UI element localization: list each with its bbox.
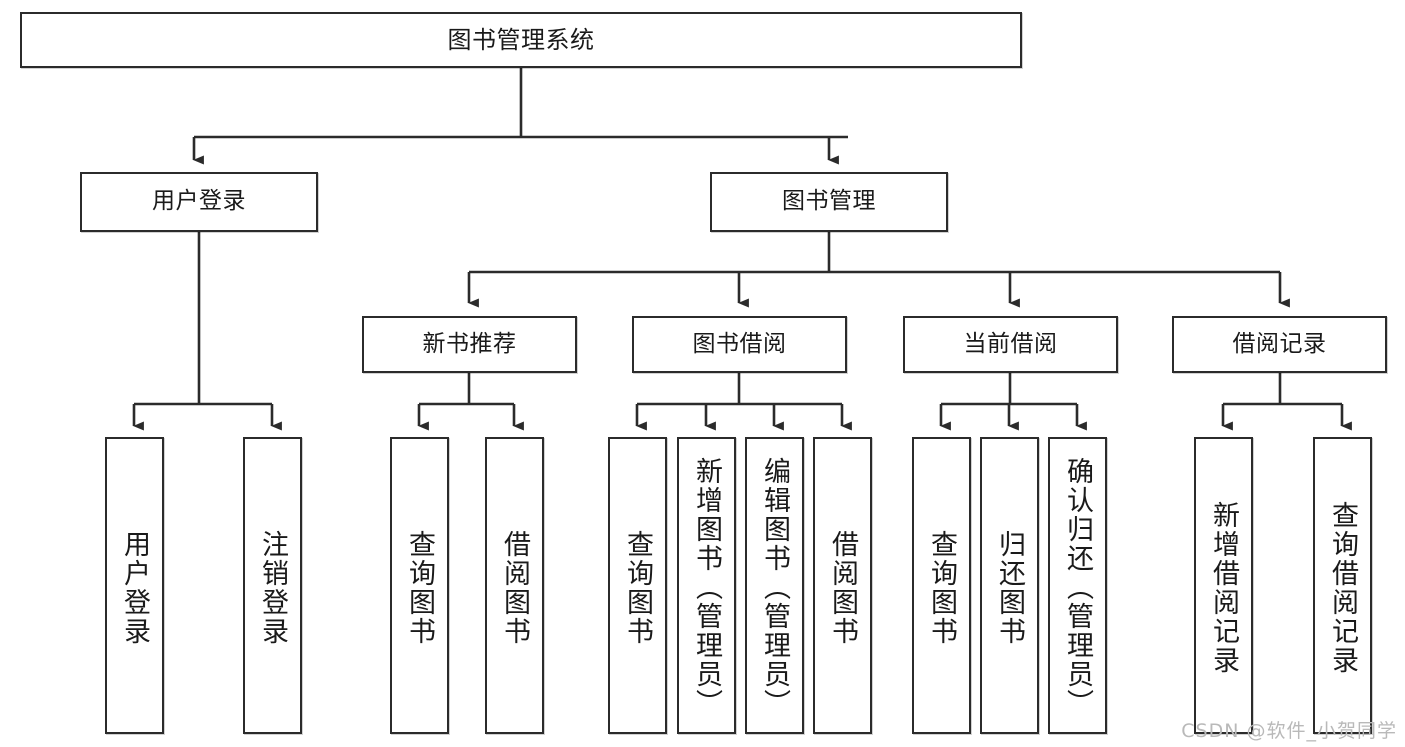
node-label: 查询图书 bbox=[404, 529, 435, 646]
node-label: 借阅图书 bbox=[499, 529, 530, 646]
node-label: 用户登录 bbox=[119, 529, 150, 646]
node-book-borrow[interactable]: 图书借阅 bbox=[632, 316, 847, 373]
node-leaf-query-book-current[interactable]: 查询图书 bbox=[912, 437, 971, 734]
node-leaf-add-book-admin[interactable]: 新增图书（管理员） bbox=[677, 437, 736, 734]
node-label: 编辑图书（管理员） bbox=[759, 457, 790, 718]
node-leaf-query-borrow-record[interactable]: 查询借阅记录 bbox=[1313, 437, 1372, 734]
node-label: 用户登录 bbox=[152, 188, 246, 215]
node-leaf-borrow-book-recommend[interactable]: 借阅图书 bbox=[485, 437, 544, 734]
node-label: 借阅图书 bbox=[827, 529, 858, 646]
node-borrow-record[interactable]: 借阅记录 bbox=[1172, 316, 1387, 373]
node-leaf-confirm-return-admin[interactable]: 确认归还（管理员） bbox=[1048, 437, 1107, 734]
csdn-watermark: CSDN @软件_小贺同学 bbox=[1181, 720, 1397, 742]
node-label: 归还图书 bbox=[994, 529, 1025, 646]
node-label: 新增借阅记录 bbox=[1208, 500, 1239, 675]
node-leaf-borrow-book[interactable]: 借阅图书 bbox=[813, 437, 872, 734]
node-leaf-user-login[interactable]: 用户登录 bbox=[105, 437, 164, 734]
node-book-management[interactable]: 图书管理 bbox=[710, 172, 948, 232]
node-label: 查询图书 bbox=[926, 529, 957, 646]
node-label: 新增图书（管理员） bbox=[691, 457, 722, 718]
node-current-borrow[interactable]: 当前借阅 bbox=[903, 316, 1118, 373]
node-label: 图书借阅 bbox=[692, 330, 787, 357]
node-label: 新书推荐 bbox=[422, 330, 517, 357]
node-label: 确认归还（管理员） bbox=[1062, 457, 1093, 718]
node-label: 注销登录 bbox=[257, 529, 288, 646]
node-leaf-add-borrow-record[interactable]: 新增借阅记录 bbox=[1194, 437, 1253, 734]
node-label: 查询借阅记录 bbox=[1327, 500, 1358, 675]
node-root-book-management-system[interactable]: 图书管理系统 bbox=[20, 12, 1022, 68]
node-label: 借阅记录 bbox=[1232, 330, 1327, 357]
node-user-login[interactable]: 用户登录 bbox=[80, 172, 318, 232]
node-label: 图书管理 bbox=[782, 188, 876, 215]
node-label: 图书管理系统 bbox=[447, 25, 595, 54]
node-leaf-return-book[interactable]: 归还图书 bbox=[980, 437, 1039, 734]
node-leaf-query-book-recommend[interactable]: 查询图书 bbox=[390, 437, 449, 734]
node-leaf-query-book-borrow[interactable]: 查询图书 bbox=[608, 437, 667, 734]
node-label: 当前借阅 bbox=[963, 330, 1058, 357]
node-leaf-edit-book-admin[interactable]: 编辑图书（管理员） bbox=[745, 437, 804, 734]
node-new-book-recommend[interactable]: 新书推荐 bbox=[362, 316, 577, 373]
node-label: 查询图书 bbox=[622, 529, 653, 646]
node-leaf-logout[interactable]: 注销登录 bbox=[243, 437, 302, 734]
